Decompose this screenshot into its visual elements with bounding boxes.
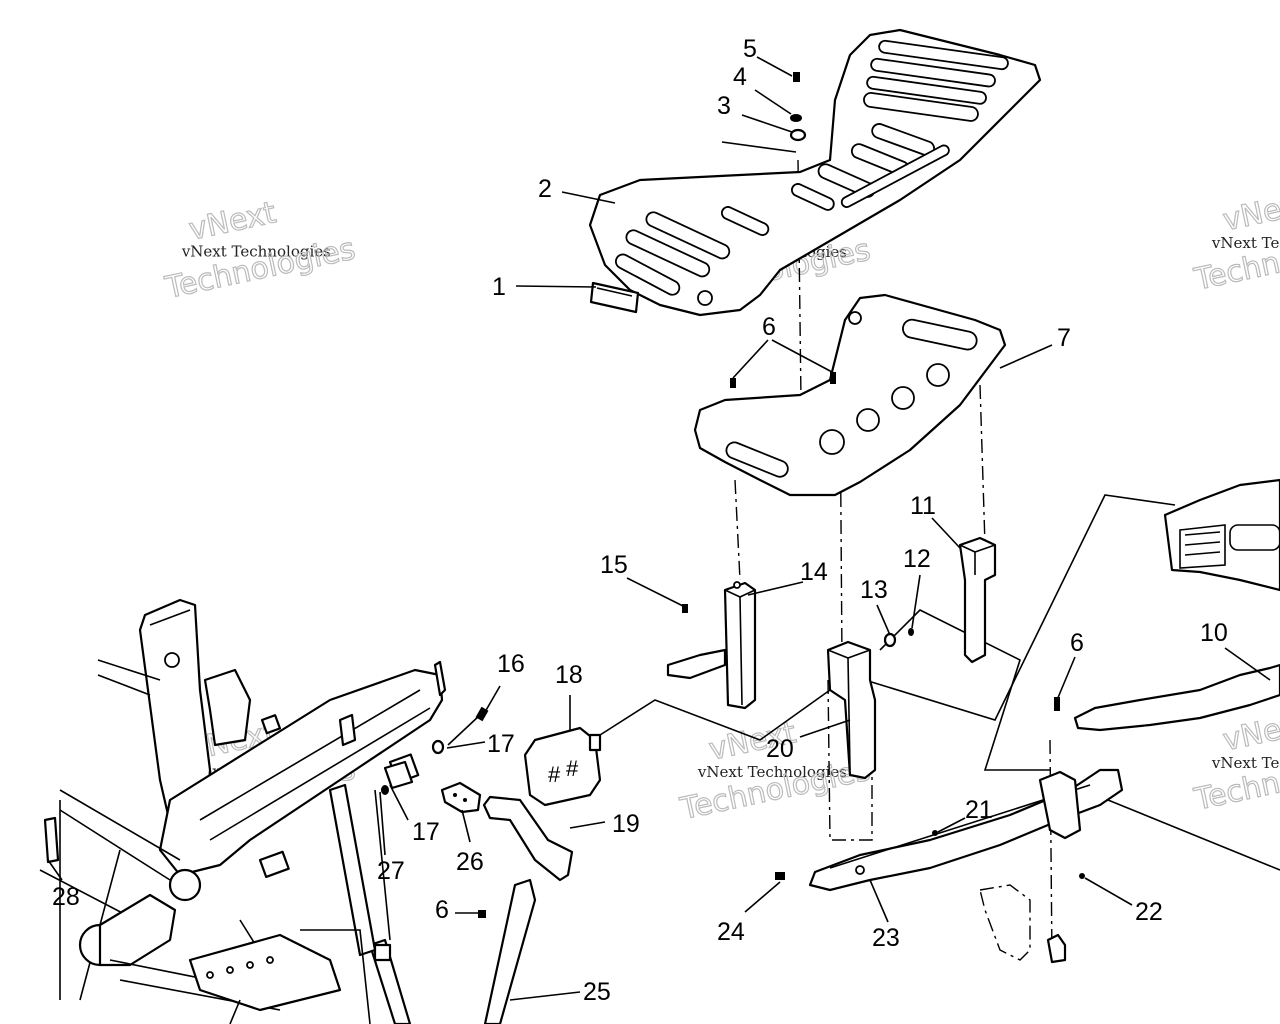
callout-3: 3 xyxy=(717,92,731,120)
headlight-18: # # xyxy=(523,726,602,807)
callout-17a: 17 xyxy=(487,730,515,758)
cross-member-23 xyxy=(808,768,1124,964)
support-19 xyxy=(482,795,574,882)
callout-13: 13 xyxy=(860,576,888,604)
bolt-5-icon xyxy=(793,72,800,82)
callout-28: 28 xyxy=(52,883,80,911)
watermark-big-top: vNext xyxy=(1220,706,1280,759)
callout-6b: 6 xyxy=(1070,629,1084,657)
rack-hardware xyxy=(789,72,807,142)
bolt-6d-icon xyxy=(1054,697,1060,711)
frame-assembly xyxy=(39,598,447,1024)
callout-4: 4 xyxy=(733,63,747,91)
callout-24: 24 xyxy=(717,918,745,946)
bolt-15-icon xyxy=(682,604,688,613)
callout-22: 22 xyxy=(1135,898,1163,926)
callout-16: 16 xyxy=(497,650,525,678)
callout-20: 20 xyxy=(766,735,794,763)
watermark-big-top: vNext xyxy=(1220,186,1280,239)
callout-15: 15 xyxy=(600,551,628,579)
nut-21-icon xyxy=(932,830,938,836)
callout-2: 2 xyxy=(538,175,552,203)
leader-lines xyxy=(47,56,1271,1001)
watermark-big-top: vNext xyxy=(186,195,279,248)
callout-17b: 17 xyxy=(412,818,440,846)
bolt-6c-icon xyxy=(478,910,486,918)
washer-13-icon xyxy=(883,632,897,648)
callout-1: 1 xyxy=(492,273,506,301)
watermark-center-bottom: vNext vNext Technologies Technologies xyxy=(676,715,874,828)
nut-22-icon xyxy=(1079,873,1085,879)
reflector-1 xyxy=(589,281,640,314)
bracket-11 xyxy=(958,536,997,664)
watermark-text: vNext Technologies xyxy=(181,242,331,260)
headlight-hash-mark: # xyxy=(548,762,561,787)
front-cover-partial xyxy=(1163,478,1280,592)
callout-11: 11 xyxy=(910,492,936,520)
callout-12: 12 xyxy=(903,545,931,573)
callout-25: 25 xyxy=(583,978,611,1006)
callout-19: 19 xyxy=(612,810,640,838)
callout-7: 7 xyxy=(1057,324,1071,352)
watermark-text: vNext Technologies xyxy=(1211,234,1280,252)
watermark-text: vNext Technologies xyxy=(697,763,847,781)
callout-10: 10 xyxy=(1200,619,1228,647)
washer-3-icon xyxy=(789,128,807,142)
bolt-6b-icon xyxy=(830,372,836,384)
mount-26 xyxy=(440,781,482,814)
callout-26: 26 xyxy=(456,848,484,876)
front-rack xyxy=(588,28,1042,317)
bolt-6a-icon xyxy=(730,378,736,388)
callout-14: 14 xyxy=(800,558,828,586)
watermark-right-top: vNext vNext Technologies Technologies xyxy=(1190,185,1280,298)
callout-5: 5 xyxy=(743,35,757,63)
bracket-14 xyxy=(666,581,757,710)
callout-6c: 6 xyxy=(435,896,449,924)
washer-17-icon xyxy=(431,739,445,755)
callout-23: 23 xyxy=(872,924,900,952)
nut-4-icon xyxy=(790,114,802,122)
washer-27-icon xyxy=(381,785,389,795)
bolt-24-icon xyxy=(775,872,785,880)
headlight-hash-mark: # xyxy=(566,756,579,781)
callout-27: 27 xyxy=(377,857,405,885)
assembly-centerlines xyxy=(599,159,1280,961)
nut-12-icon xyxy=(908,628,914,636)
callout-21: 21 xyxy=(965,796,993,824)
watermark-text: vNext Technologies xyxy=(1211,754,1280,772)
bumper-10 xyxy=(1073,663,1280,732)
rack-support-plate xyxy=(693,293,1007,497)
callout-18: 18 xyxy=(555,661,583,689)
rack-slots xyxy=(614,39,1009,306)
bracket-20 xyxy=(826,640,877,780)
strut-25 xyxy=(368,878,537,1024)
callout-labels: 5 4 3 2 1 6 7 11 12 15 14 13 10 6 16 18 … xyxy=(52,35,1228,1006)
callout-6a: 6 xyxy=(762,313,776,341)
watermark-left: vNext vNext Technologies Technologies xyxy=(161,195,359,307)
